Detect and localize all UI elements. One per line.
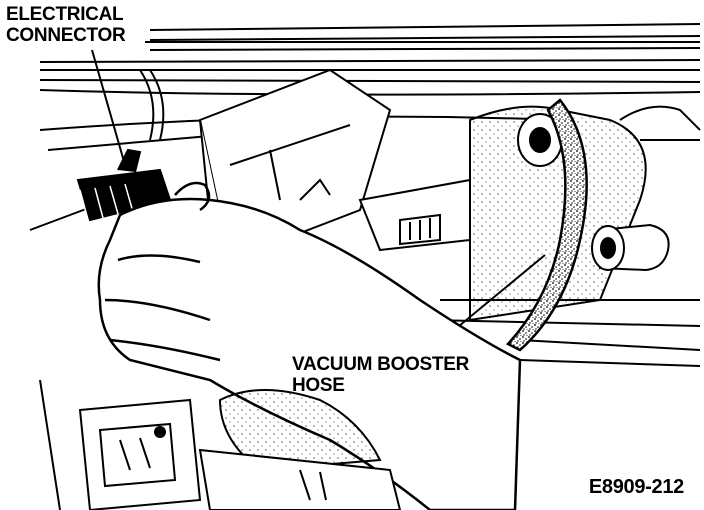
- mounting-bracket: [358, 178, 471, 252]
- callout-line: VACUUM BOOSTER: [292, 354, 470, 375]
- vacuum-booster-hose: [505, 98, 588, 352]
- booster-assembly: [469, 105, 701, 322]
- gloved-hand: [97, 181, 522, 510]
- callout-line: ELECTRICAL: [6, 4, 124, 25]
- callout-line: CONNECTOR: [6, 25, 126, 46]
- cowl-lines: [39, 23, 701, 96]
- callout-line: HOSE: [292, 375, 345, 396]
- fender-lines: [429, 299, 701, 367]
- electrical-connector-callout: ELECTRICAL CONNECTOR: [4, 4, 128, 46]
- lower-bracket: [78, 398, 202, 510]
- prop-rod: [139, 69, 165, 141]
- connector-leader-line: [91, 49, 126, 166]
- reservoir: [198, 389, 402, 510]
- vacuum-booster-hose-callout: VACUUM BOOSTER HOSE: [290, 354, 471, 396]
- figure-code: E8909-212: [586, 476, 686, 498]
